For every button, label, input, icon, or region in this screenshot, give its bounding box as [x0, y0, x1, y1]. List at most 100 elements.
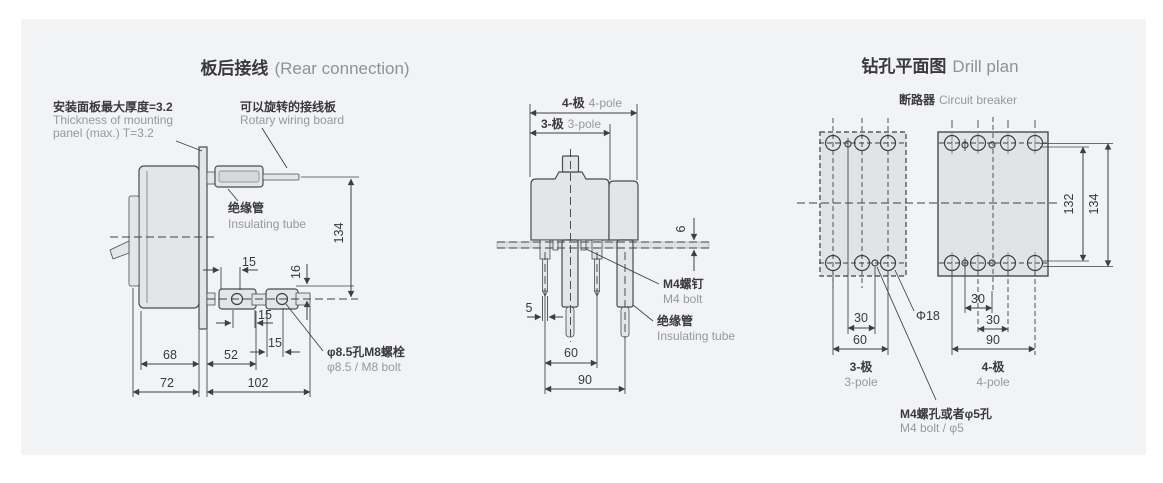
- drill-hole: [879, 134, 897, 152]
- drill-hole: [853, 134, 871, 152]
- m4-hole-label-en: M4 bolt / φ5: [900, 421, 964, 435]
- front-tube-label-cn: 绝缘管: [657, 313, 693, 328]
- dim-90-4pole: 90: [986, 333, 1000, 347]
- rear-callouts: 安装面板最大厚度=3.2 Thickness of mounting panel…: [53, 99, 405, 374]
- dim-30-3pole: 30: [854, 311, 868, 325]
- front-tube-label-en: Insulating tube: [657, 329, 735, 343]
- dim-5: 5: [526, 301, 533, 315]
- front-breaker-shapes: [496, 149, 710, 394]
- terminal-pin-2-insulated: [561, 239, 579, 308]
- dim-132: 132: [1062, 194, 1076, 215]
- drill-shared-dims: 132 134: [797, 143, 1113, 267]
- breaker-front-plate: [128, 195, 140, 287]
- m4-bolt-label-cn: M4螺钉: [663, 276, 704, 291]
- front-3pole-cn: 3-极: [541, 116, 565, 131]
- dim-68: 68: [163, 348, 177, 362]
- mounting-panel-edge: [496, 241, 710, 249]
- front-4pole-en: 4-pole: [589, 96, 623, 110]
- m4-bolt-label-en: M4 bolt: [663, 292, 703, 306]
- drill-4pole-outline: [937, 131, 1049, 277]
- dim-30a-4pole: 30: [971, 292, 985, 306]
- dim-15-top: 15: [242, 255, 256, 269]
- drill-hole: [969, 254, 987, 272]
- dim-60: 60: [564, 346, 578, 360]
- drill-hole: [1026, 134, 1044, 152]
- lug-hole-2: [275, 292, 289, 306]
- m8-bolt-label-cn: φ8.5孔M8螺栓: [327, 344, 405, 359]
- drill-3pole-label-cn: 3-极: [850, 359, 874, 374]
- breaker-body-front: [530, 171, 610, 241]
- dim-90: 90: [578, 373, 592, 387]
- rear-title-en: (Rear connection): [274, 59, 409, 78]
- drill-subtitle-cn: 断路器: [899, 92, 936, 107]
- m8-bolt-label-en: φ8.5 / M8 bolt: [327, 360, 401, 374]
- drill-hole: [969, 134, 987, 152]
- dim-6: 6: [674, 225, 688, 232]
- rear-breaker-side-view: [109, 146, 358, 330]
- rear-dimensions: 134 16 15 15 15: [132, 176, 359, 397]
- drill-4pole-label-cn: 4-极: [982, 359, 1006, 374]
- drill-4pole-label-en: 4-pole: [976, 375, 1010, 389]
- drill-title-cn: 钻孔平面图: [861, 56, 946, 76]
- insulating-tube-label-en: Insulating tube: [228, 217, 306, 231]
- rear-title-cn: 板后接线: [200, 58, 268, 78]
- m4-hole: [988, 259, 996, 267]
- dim-102: 102: [248, 376, 269, 390]
- mount-thickness-label-cn: 安装面板最大厚度=3.2: [53, 99, 173, 114]
- dim-52: 52: [224, 348, 238, 362]
- front-callouts: M4螺钉 M4 bolt 绝缘管 Insulating tube: [585, 248, 735, 343]
- mounting-panel-plate: [198, 146, 208, 330]
- drill-hole: [824, 254, 842, 272]
- m4-screw-1: [552, 239, 559, 251]
- drill-hole: [999, 254, 1017, 272]
- dim-60-3pole: 60: [853, 333, 867, 347]
- m4-hole: [988, 141, 996, 149]
- mount-thickness-label-en1: Thickness of mounting: [53, 113, 173, 127]
- drill-hole: [943, 134, 961, 152]
- insulating-tube-label-cn: 绝缘管: [228, 200, 264, 215]
- rotary-board-label-cn: 可以旋转的接线板: [240, 99, 337, 114]
- front-4pole-cn: 4-极: [562, 95, 586, 110]
- drill-hole: [999, 134, 1017, 152]
- m4-hole-label-cn: M4螺孔或者φ5孔: [900, 406, 992, 421]
- toggle-lever: [109, 240, 130, 260]
- drill-subtitle-en: Circuit breaker: [939, 93, 1017, 107]
- drill-3pole-plan: 30 60 3-极 3-pole: [819, 118, 907, 389]
- m4-screw-2: [580, 239, 587, 251]
- dim-134-drill: 134: [1087, 194, 1101, 215]
- drill-hole: [943, 254, 961, 272]
- drill-hole: [879, 254, 897, 272]
- drill-3pole-outline: [819, 131, 907, 277]
- dim-134: 134: [332, 223, 346, 244]
- dim-30b-4pole: 30: [986, 313, 1000, 327]
- drill-hole: [824, 134, 842, 152]
- drill-title-en: Drill plan: [952, 57, 1018, 76]
- mount-thickness-label-en2: panel (max.) T=3.2: [53, 126, 154, 140]
- rear-title: 板后接线 (Rear connection): [200, 58, 409, 78]
- dim-72: 72: [160, 376, 174, 390]
- drill-callouts: Φ18 M4螺孔或者φ5孔 M4 bolt / φ5: [876, 266, 992, 435]
- dim-15-mid: 15: [258, 308, 272, 322]
- drill-4pole-plan: 30 30 90 4-极 4-pole: [937, 117, 1049, 389]
- top-terminal-stub: [206, 171, 216, 185]
- m4-hole: [871, 259, 879, 267]
- terminal-rod: [262, 173, 300, 181]
- drill-hole: [1026, 254, 1044, 272]
- hole-diameter-label: Φ18: [916, 309, 940, 323]
- dim-16: 16: [289, 265, 303, 279]
- rear-connection-diagram: 板后接线 (Rear connection) 134: [53, 58, 410, 397]
- drill-title: 钻孔平面图 Drill plan: [861, 56, 1018, 76]
- drill-3pole-label-en: 3-pole: [844, 375, 878, 389]
- rotary-board-label-en: Rotary wiring board: [240, 113, 344, 127]
- terminal-pin-4-insulated: [616, 239, 634, 308]
- front-3pole-en: 3-pole: [568, 117, 602, 131]
- breaker-4pole-extension: [608, 180, 639, 241]
